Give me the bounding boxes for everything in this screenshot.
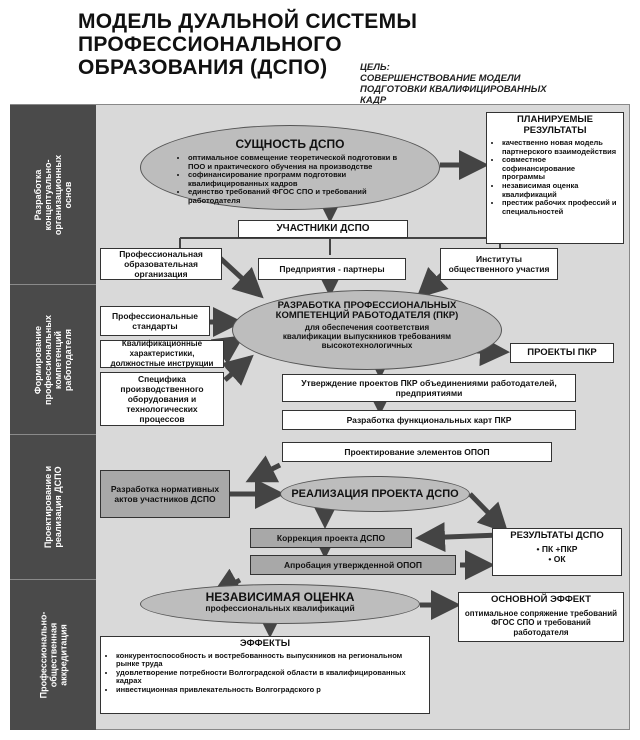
pkr-approval-box: Утверждение проектов ПКР объединениями р…	[282, 374, 576, 402]
pkr-title: РАЗРАБОТКА ПРОФЕССИОНАЛЬНЫХ КОМПЕТЕНЦИЙ …	[275, 300, 459, 321]
participant-institutes: Институты общественного участия	[440, 248, 558, 280]
results-dspo-title: РЕЗУЛЬТАТЫ ДСПО	[510, 530, 604, 541]
pkr-subtitle: для обеспечения соответствия квалификаци…	[282, 323, 452, 350]
band-design: Проектирование и реализация ДСПО	[10, 435, 96, 580]
independent-assessment-ellipse: НЕЗАВИСИМАЯ ОЦЕНКА профессиональных квал…	[140, 584, 420, 624]
list-item: конкурентоспособность и востребованность…	[116, 651, 425, 669]
pkr-ellipse: РАЗРАБОТКА ПРОФЕССИОНАЛЬНЫХ КОМПЕТЕНЦИЙ …	[232, 290, 502, 370]
planned-results-title: ПЛАНИРУЕМЫЕ РЕЗУЛЬТАТЫ	[516, 114, 594, 136]
page-title: МОДЕЛЬ ДУАЛЬНОЙ СИСТЕМЫ ПРОФЕССИОНАЛЬНОГ…	[78, 10, 418, 79]
correction-box: Коррекция проекта ДСПО	[250, 528, 412, 548]
results-dspo-box: РЕЗУЛЬТАТЫ ДСПО • ПК +ПКР • ОК	[492, 528, 622, 576]
func-maps-box: Разработка функциональных карт ПКР	[282, 410, 576, 430]
list-item: совместное софинансирование программы	[502, 155, 619, 182]
participants-title: УЧАСТНИКИ ДСПО	[238, 220, 408, 238]
band-competence: Формирование профессиональных компетенци…	[10, 285, 96, 435]
realization-title: РЕАЛИЗАЦИЯ ПРОЕКТА ДСПО	[291, 487, 459, 500]
main-effect-title: ОСНОВНОЙ ЭФФЕКТ	[491, 594, 591, 605]
effects-box: ЭФФЕКТЫ конкурентоспособность и востребо…	[100, 636, 430, 714]
result-item: • ПК +ПКР	[536, 543, 578, 554]
result-item: • ОК	[548, 553, 566, 564]
effects-title: ЭФФЕКТЫ	[239, 638, 291, 649]
equipment-specifics-box: Специфика производственного оборудования…	[100, 372, 224, 426]
goal-text: ЦЕЛЬ: СОВЕРШЕНСТВОВАНИЕ МОДЕЛИ ПОДГОТОВК…	[360, 62, 547, 106]
band-concept: Разработка концептуально-организационных…	[10, 105, 96, 285]
main-effect-box: ОСНОВНОЙ ЭФФЕКТ оптимальное сопряжение т…	[458, 592, 624, 642]
list-item: единство требований ФГОС СПО и требовани…	[188, 188, 409, 205]
planned-results-list: качественно новая модель партнерского вз…	[491, 138, 619, 216]
normative-acts-box: Разработка нормативных актов участников …	[100, 470, 230, 518]
approbation-box: Апробация утвержденной ОПОП	[250, 555, 456, 575]
qualif-box: Квалификационные характеристики, должнос…	[100, 339, 224, 368]
participant-partners: Предприятия - партнеры	[258, 258, 406, 280]
participant-org: Профессиональная образовательная организ…	[100, 248, 222, 280]
list-item: удовлетворение потребности Волгоградской…	[116, 668, 425, 686]
prof-standards-box: Профессиональные стандарты	[100, 306, 210, 336]
opop-design-box: Проектирование элементов ОПОП	[282, 442, 552, 462]
essence-title: СУЩНОСТЬ ДСПО	[235, 137, 345, 151]
list-item: престиж рабочих профессий и специальност…	[502, 198, 619, 216]
essence-list: оптимальное совмещение теоретической под…	[177, 153, 409, 206]
main-effect-text: оптимальное сопряжение требований ФГОС С…	[464, 608, 618, 637]
list-item: независимая оценка квалификаций	[502, 181, 619, 199]
essence-ellipse: СУЩНОСТЬ ДСПО оптимальное совмещение тео…	[140, 125, 440, 210]
planned-results-box: ПЛАНИРУЕМЫЕ РЕЗУЛЬТАТЫ качественно новая…	[486, 112, 624, 244]
list-item: качественно новая модель партнерского вз…	[502, 138, 619, 156]
realization-ellipse: РЕАЛИЗАЦИЯ ПРОЕКТА ДСПО	[280, 476, 470, 512]
pkr-projects-box: ПРОЕКТЫ ПКР	[510, 343, 614, 363]
list-item: софинансирование программ подготовки ква…	[188, 170, 409, 188]
effects-list: конкурентоспособность и востребованность…	[105, 651, 425, 695]
list-item: инвестиционная привлекательность Волгогр…	[116, 685, 425, 695]
list-item: оптимальное совмещение теоретической под…	[188, 153, 409, 171]
assessment-title: НЕЗАВИСИМАЯ ОЦЕНКА	[205, 590, 355, 604]
band-accreditation: Профессионально-общественная аккредитаци…	[10, 580, 96, 730]
assessment-subtitle: профессиональных квалификаций	[205, 603, 355, 613]
